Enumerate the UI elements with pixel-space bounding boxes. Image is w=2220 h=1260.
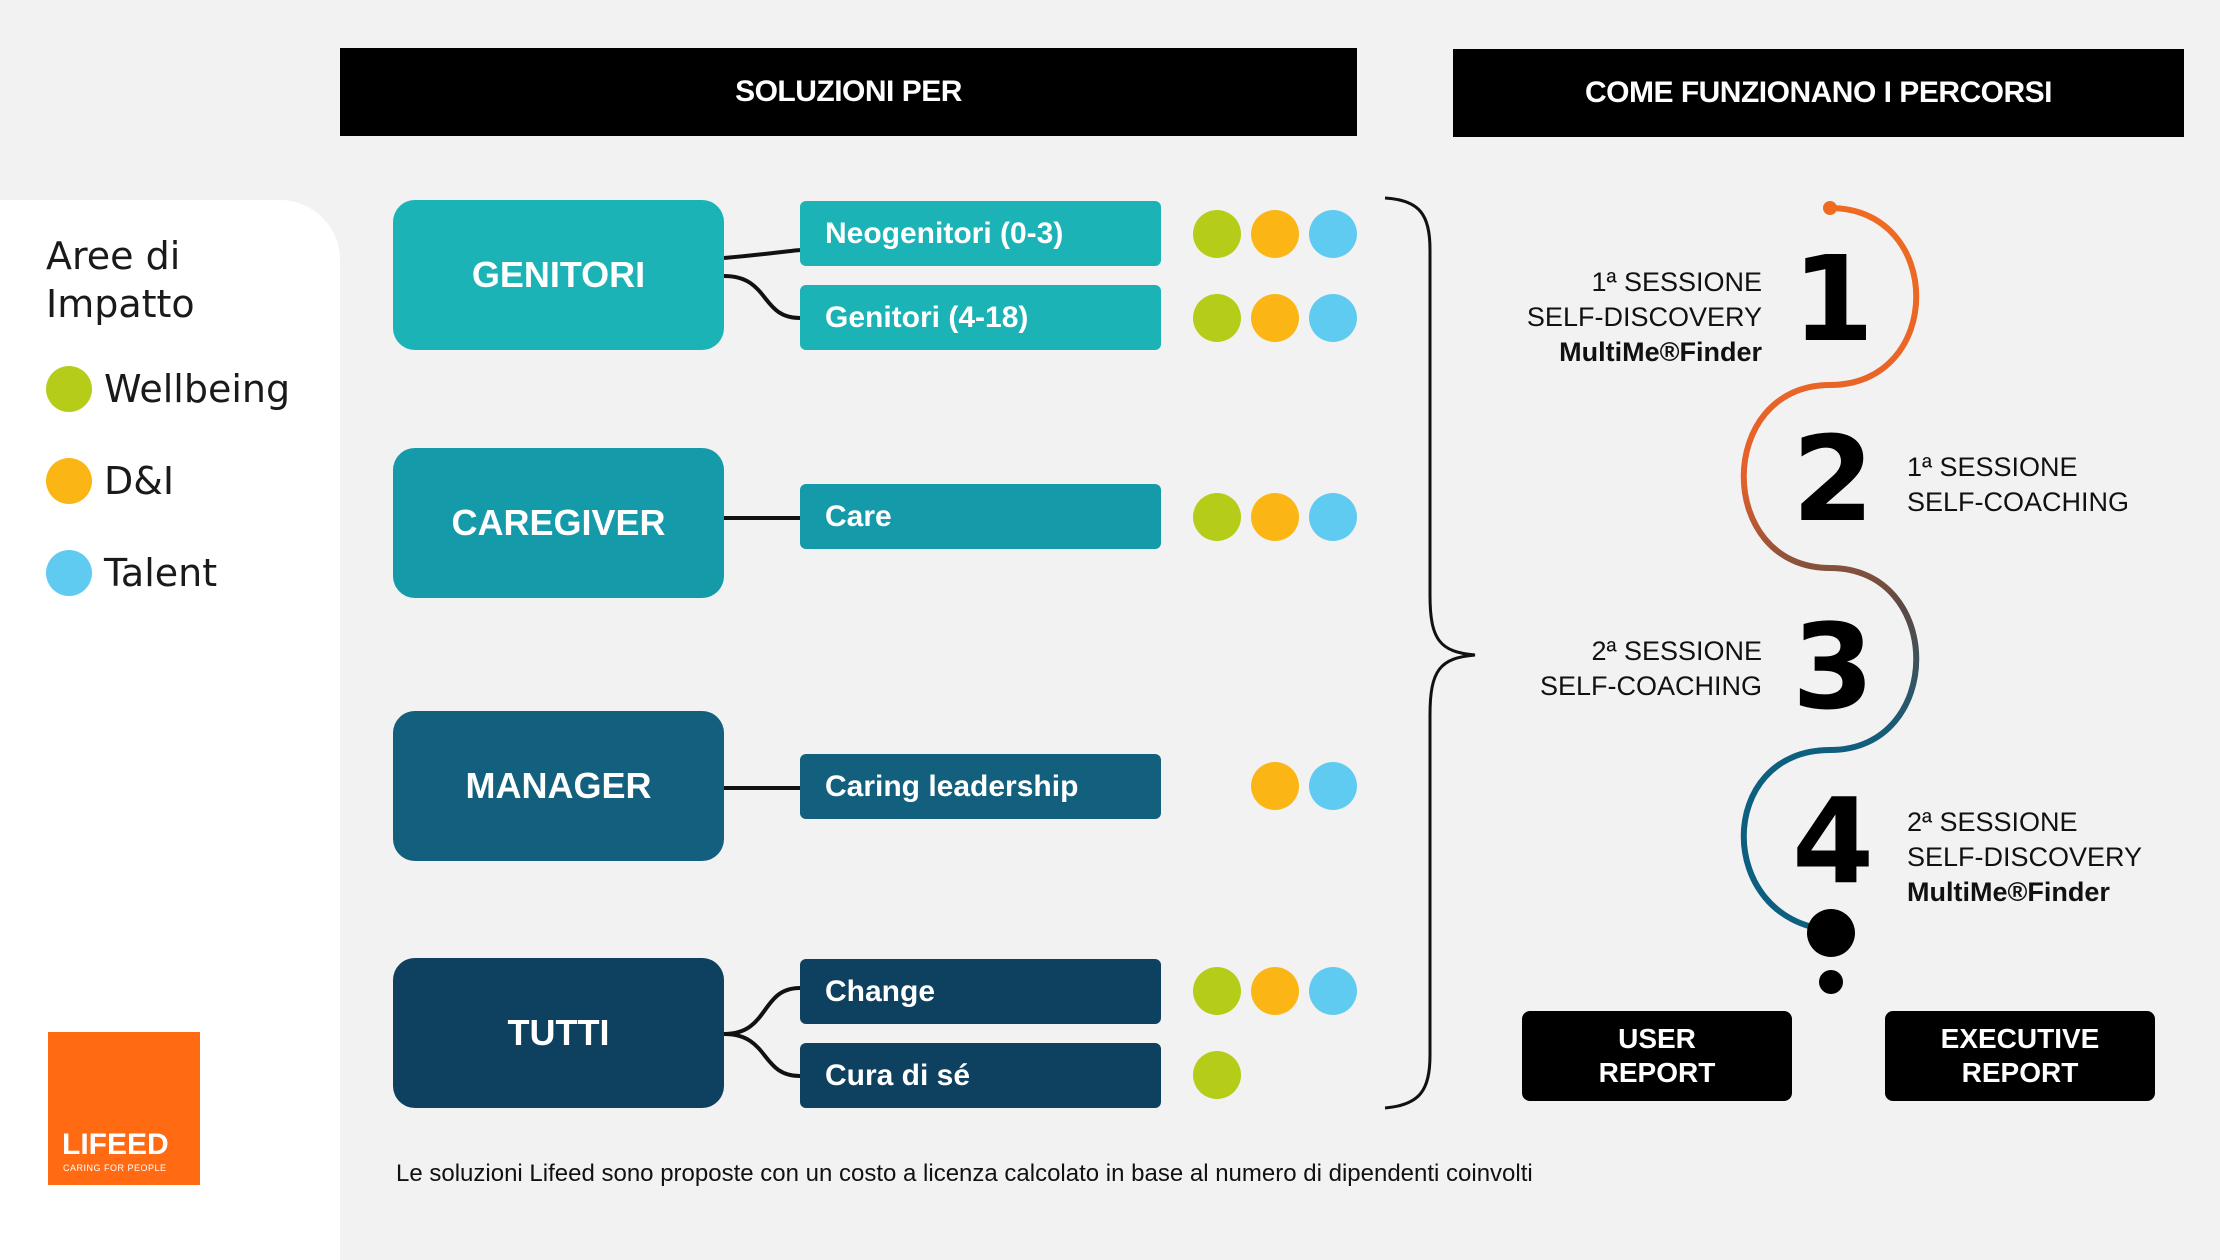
curly-bracket xyxy=(1384,196,1476,1110)
solutions-header: SOLUZIONI PER xyxy=(340,48,1357,136)
di-dot-icon xyxy=(1251,210,1299,258)
wellbeing-dot-icon xyxy=(46,366,92,412)
category-caregiver[interactable]: CAREGIVER xyxy=(393,448,724,598)
talent-dot-icon xyxy=(1309,210,1357,258)
process-header: COME FUNZIONANO I PERCORSI xyxy=(1453,49,2184,137)
di-dot-icon xyxy=(46,458,92,504)
path-start-dot xyxy=(1823,201,1837,215)
legend-title: Aree di Impatto xyxy=(46,234,195,326)
solution-neogenitori[interactable]: Neogenitori (0-3) xyxy=(800,201,1161,266)
path-end-dot xyxy=(1807,909,1855,957)
di-dot-icon xyxy=(1251,762,1299,810)
wellbeing-dot-icon xyxy=(1193,493,1241,541)
category-tutti[interactable]: TUTTI xyxy=(393,958,724,1108)
legend-item-wellbeing: Wellbeing xyxy=(46,366,290,412)
lifeed-logo: LIFEED CARING FOR PEOPLE xyxy=(48,1032,200,1185)
solution-caring-leadership[interactable]: Caring leadership xyxy=(800,754,1161,819)
step-number-1: 1 xyxy=(1792,230,1875,368)
wellbeing-dot-icon xyxy=(1193,1051,1241,1099)
step-3-text: 2ª SESSIONE SELF-COACHING xyxy=(1539,636,1762,701)
step-number-4: 4 xyxy=(1792,772,1875,910)
step-number-2: 2 xyxy=(1792,410,1875,548)
talent-dot-icon xyxy=(1309,967,1357,1015)
wellbeing-dot-icon xyxy=(1193,210,1241,258)
step-number-3: 3 xyxy=(1792,598,1875,736)
wellbeing-dot-icon xyxy=(1193,294,1241,342)
wellbeing-dot-icon xyxy=(1193,967,1241,1015)
step-4-text: 2ª SESSIONE SELF-DISCOVERY MultiMe®Finde… xyxy=(1907,807,2143,907)
solution-genitori[interactable]: Genitori (4-18) xyxy=(800,285,1161,350)
di-dot-icon xyxy=(1251,493,1299,541)
talent-dot-icon xyxy=(46,550,92,596)
solution-care[interactable]: Care xyxy=(800,484,1161,549)
di-dot-icon xyxy=(1251,967,1299,1015)
legend-item-talent: Talent xyxy=(46,550,217,596)
connector-tutti-1 xyxy=(723,986,801,1036)
talent-dot-icon xyxy=(1309,762,1357,810)
footnote: Le soluzioni Lifeed sono proposte con un… xyxy=(396,1160,1533,1187)
connector-genitori-2 xyxy=(723,274,801,320)
di-dot-icon xyxy=(1251,294,1299,342)
connector-tutti-2 xyxy=(723,1032,801,1078)
talent-dot-icon xyxy=(1309,294,1357,342)
solution-change[interactable]: Change xyxy=(800,959,1161,1024)
step-1-text: 1ª SESSIONE SELF-DISCOVERY MultiMe®Finde… xyxy=(1526,267,1762,367)
category-manager[interactable]: MANAGER xyxy=(393,711,724,861)
executive-report-button[interactable]: EXECUTIVE REPORT xyxy=(1885,1011,2155,1101)
step-2-text: 1ª SESSIONE SELF-COACHING xyxy=(1907,452,2130,517)
solution-cura-di-se[interactable]: Cura di sé xyxy=(800,1043,1161,1108)
legend-item-di: D&I xyxy=(46,458,174,504)
category-genitori[interactable]: GENITORI xyxy=(393,200,724,350)
connector-genitori-1 xyxy=(723,248,801,260)
path-end-small-dot xyxy=(1819,970,1843,994)
talent-dot-icon xyxy=(1309,493,1357,541)
user-report-button[interactable]: USER REPORT xyxy=(1522,1011,1792,1101)
